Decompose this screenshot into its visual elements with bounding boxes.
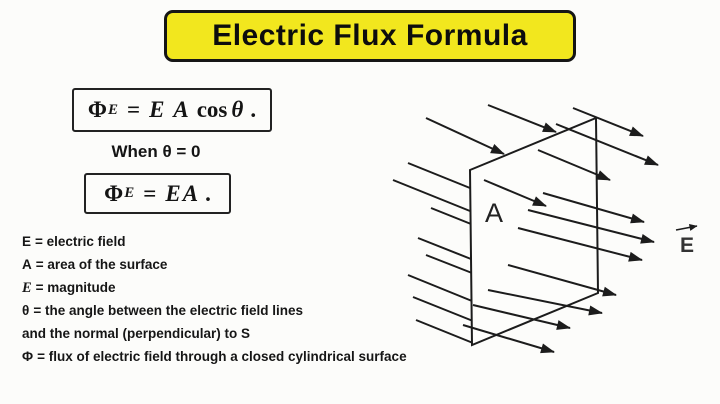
definition-symbol: E (22, 234, 32, 249)
definition-flux: Φ= flux of electric field through a clos… (22, 345, 522, 368)
definition-symbol: Φ (22, 349, 34, 364)
definition-symbol: θ (22, 303, 30, 318)
equals-sign: = (127, 97, 141, 122)
period: . (205, 180, 211, 206)
definition-text: = area of the surface (35, 257, 168, 272)
field-lines-behind (392, 162, 474, 344)
definition-symbol: E (22, 280, 32, 296)
condition-text: When θ = 0 (111, 142, 201, 161)
phi-subscript: E (108, 101, 119, 118)
vector-hat-arrow-icon (675, 223, 698, 231)
definition-text: = flux of electric field through a close… (37, 349, 407, 364)
page-title: Electric Flux Formula (212, 19, 528, 52)
definition-text: = electric field (35, 234, 126, 249)
definition-text: and the normal (perpendicular) to S (22, 326, 251, 341)
definition-text: = the angle between the electric field l… (33, 303, 304, 318)
cos-label: cos (196, 97, 228, 122)
definition-electric-field: E= electric field (22, 230, 522, 253)
formula-terms: E A (149, 97, 191, 122)
flux-diagram: A E (388, 80, 720, 372)
surface-area-label: A (485, 198, 503, 228)
theta-symbol: θ (231, 97, 246, 122)
definition-text: = magnitude (35, 280, 116, 295)
flux-diagram-svg: A E (392, 104, 698, 354)
title-banner: Electric Flux Formula (164, 10, 576, 62)
period: . (250, 97, 257, 122)
phi-subscript: E (124, 185, 135, 201)
field-vector-label: E (680, 234, 694, 257)
field-lines-top (425, 104, 557, 155)
phi-symbol: Φ (87, 97, 107, 122)
definitions-list: E= electric field A= area of the surface… (22, 230, 522, 368)
field-vector-label-group: E (675, 223, 698, 257)
definition-magnitude: E= magnitude (22, 276, 522, 299)
definition-area: A= area of the surface (22, 253, 522, 276)
formula-terms: EA (165, 180, 201, 206)
field-lines-front (483, 107, 659, 262)
equals-sign: = (143, 180, 157, 206)
definition-angle-continued: and the normal (perpendicular) to S (22, 322, 522, 345)
definition-symbol: A (22, 257, 32, 272)
definition-angle: θ= the angle between the electric field … (22, 299, 522, 322)
phi-symbol: Φ (104, 180, 124, 206)
field-lines-bottom (462, 264, 617, 354)
